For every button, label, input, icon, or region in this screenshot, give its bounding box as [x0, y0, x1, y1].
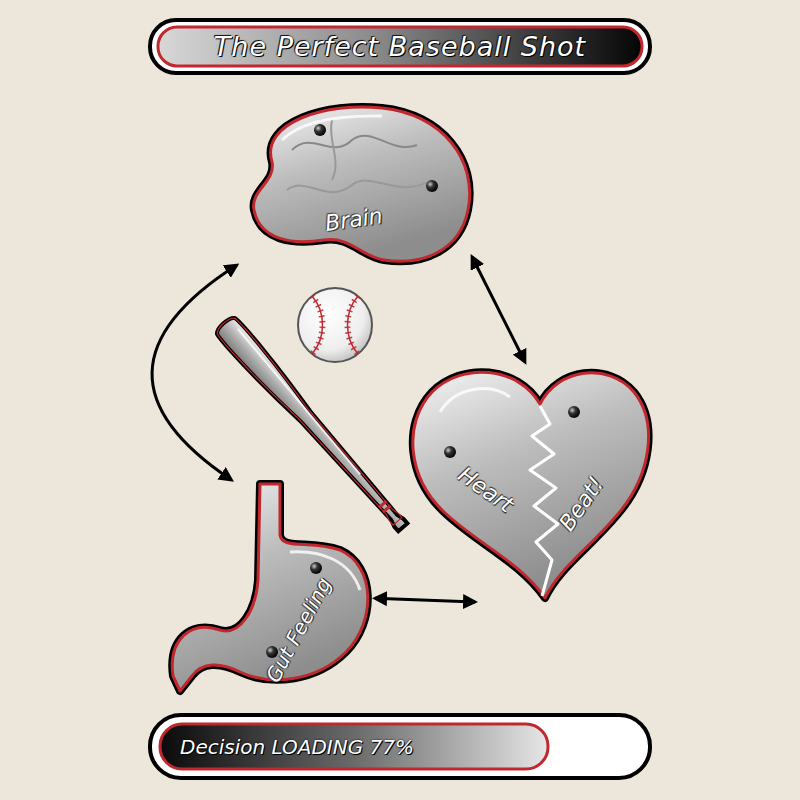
heart-shape: HeartBeat! [400, 362, 650, 602]
double-arrow [152, 265, 237, 480]
title-box: The Perfect Baseball Shot [158, 27, 642, 66]
stomach-shape: Gut Feeling [170, 480, 375, 695]
loading-bar [150, 715, 650, 778]
double-arrow [375, 598, 475, 602]
organ-outline [400, 362, 650, 602]
brain-shape: Brain [232, 100, 472, 265]
double-arrow [472, 257, 525, 362]
organ-outline [232, 100, 472, 265]
baseball [298, 288, 372, 362]
title-text: The Perfect Baseball Shot [214, 33, 586, 60]
loading-label: Decision LOADING 77% [180, 737, 414, 757]
loading-box: Decision LOADING 77% [180, 724, 540, 769]
title-bar [150, 20, 650, 73]
